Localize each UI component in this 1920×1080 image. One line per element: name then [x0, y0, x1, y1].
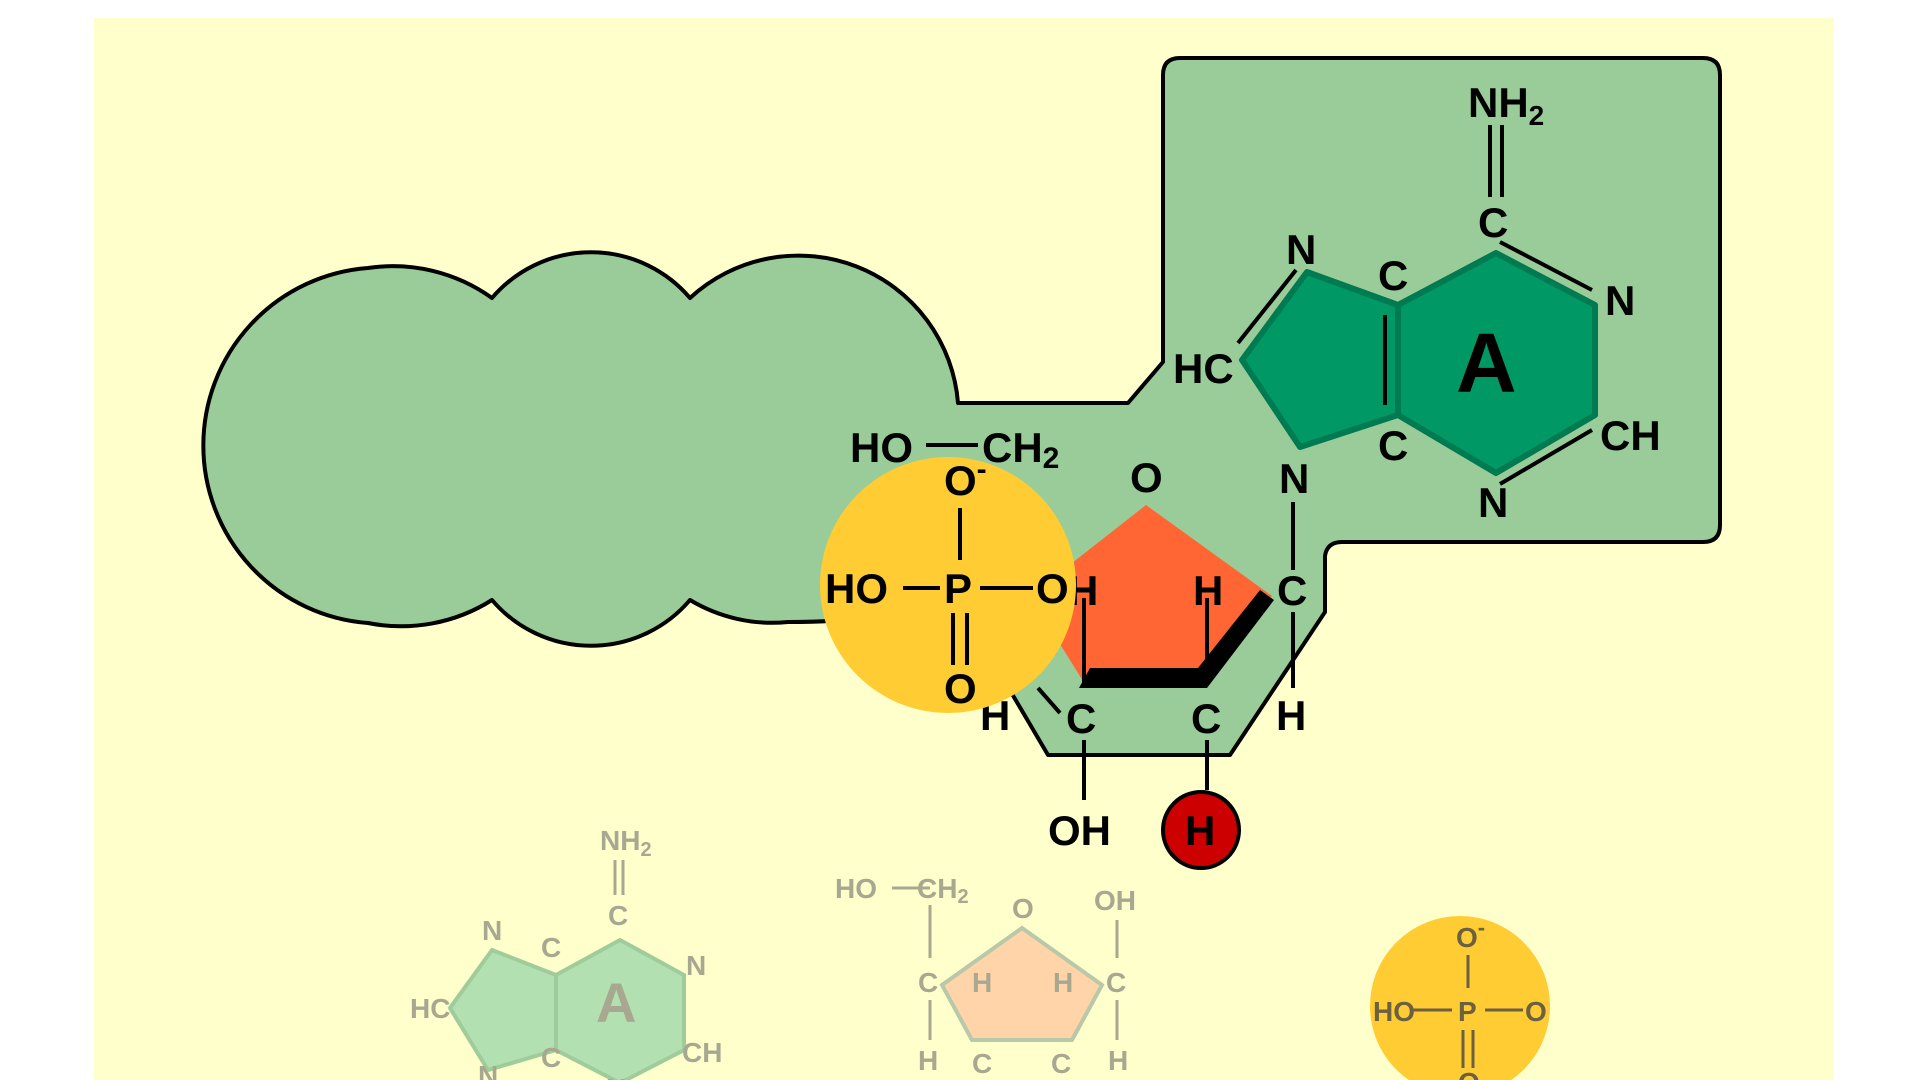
sugar-ring: [1030, 505, 1272, 681]
ghost-label-n-right: N: [686, 950, 706, 981]
ghost-label-h-bl: H: [918, 1045, 938, 1076]
ghost-label-c-left: C: [918, 967, 938, 998]
ghost-five-ring: [447, 947, 558, 1073]
ghost-label-n-bottom-left: N: [478, 1060, 498, 1080]
label-c-mid-bottom: C: [1378, 422, 1408, 469]
double-bond-mark: [1498, 428, 1594, 486]
ghost-label-hc: HC: [410, 993, 450, 1024]
ghost-label-o: O: [1012, 893, 1034, 924]
label-n-bottom: N: [1478, 479, 1508, 526]
label-hc: HC: [1173, 345, 1234, 392]
label-nh2: NH2: [1468, 79, 1544, 131]
base-letter: A: [1456, 316, 1517, 410]
ghost-base-letter: A: [596, 971, 636, 1034]
ghost-label-h-right: H: [1053, 967, 1073, 998]
ghost-phosphate: O- HO P O O: [1370, 915, 1550, 1080]
label-c-right-low: C: [1191, 695, 1221, 742]
ghost-label-nh2: NH2: [600, 825, 652, 861]
ghost-label-ch: CH: [682, 1037, 722, 1068]
label-c-left: C: [1066, 695, 1096, 742]
label-ch: CH: [1600, 412, 1661, 459]
ghost-label-o-bottom: O: [1458, 1067, 1480, 1080]
label-h-highlight: H: [1185, 807, 1215, 854]
phosphate-circle: [820, 457, 1076, 713]
label-ch2: CH2: [982, 424, 1059, 475]
ghost-label-c-bl: C: [972, 1048, 992, 1079]
ghost-label-c-top: C: [608, 900, 628, 931]
label-c-top: C: [1478, 199, 1508, 246]
ghost-label-c-mid: C: [541, 932, 561, 963]
label-h-lower-right: H: [1276, 692, 1306, 739]
ghost-label-c-bottom: C: [541, 1042, 561, 1073]
label-ho-phosphate: HO: [825, 565, 888, 612]
label-n-right: N: [1605, 277, 1635, 324]
label-oh: OH: [1048, 807, 1111, 854]
ghost-label-c-right: C: [1106, 967, 1126, 998]
ghost-label-o-right: O: [1525, 996, 1547, 1027]
ghost-label-n-left: N: [482, 915, 502, 946]
hydrogen-highlight: [1161, 790, 1241, 870]
ghost-label-h-left: H: [972, 967, 992, 998]
ghost-label-c-br: C: [1051, 1048, 1071, 1079]
label-o-minus: O-: [944, 453, 987, 504]
ghost-sugar-ring: [939, 925, 1105, 1042]
ghost-base: NH2 C N C N HC A CH C N N: [410, 825, 722, 1080]
label-h-right: H: [1193, 567, 1223, 614]
label-c-mid-top: C: [1378, 252, 1408, 299]
sugar-ring-bold-edge: [1079, 590, 1274, 688]
label-n-glycosidic: N: [1279, 455, 1309, 502]
label-o-right: O: [1036, 565, 1069, 612]
double-bond-mark: [1236, 268, 1298, 345]
ghost-sugar: HO CH2 O OH C H H C H C C H: [835, 873, 1136, 1079]
ghost-label-ho: HO: [835, 873, 877, 904]
double-bond-mark: [1499, 240, 1593, 292]
label-n-left: N: [1286, 226, 1316, 273]
ghost-label-oh: OH: [1094, 885, 1136, 916]
ghost-label-h-br: H: [1108, 1045, 1128, 1076]
ghost-label-n-bottom: N: [606, 1073, 626, 1080]
label-p: P: [944, 565, 972, 612]
label-o-ring: O: [1130, 454, 1163, 501]
ribose-sugar: HO CH2 O H H C H C C H OH H: [850, 424, 1307, 870]
phosphate-group: O- HO P O O: [820, 453, 1076, 713]
label-o-bottom: O: [944, 665, 977, 712]
ghost-label-ch2: CH2: [917, 873, 969, 908]
adenine-base: NH2 C N C N HC A CH C N N: [1173, 79, 1661, 526]
label-c-right: C: [1277, 567, 1307, 614]
label-ho: HO: [850, 424, 913, 471]
ghost-label-o-minus: O-: [1456, 915, 1485, 953]
ghost-label-ho: HO: [1373, 996, 1415, 1027]
ghost-six-ring: [554, 937, 686, 1080]
ghost-label-p: P: [1458, 996, 1477, 1027]
six-member-ring: [1395, 250, 1598, 476]
ghost-phosphate-circle: [1370, 916, 1550, 1080]
five-member-ring: [1239, 269, 1401, 450]
bond: [1036, 686, 1062, 715]
